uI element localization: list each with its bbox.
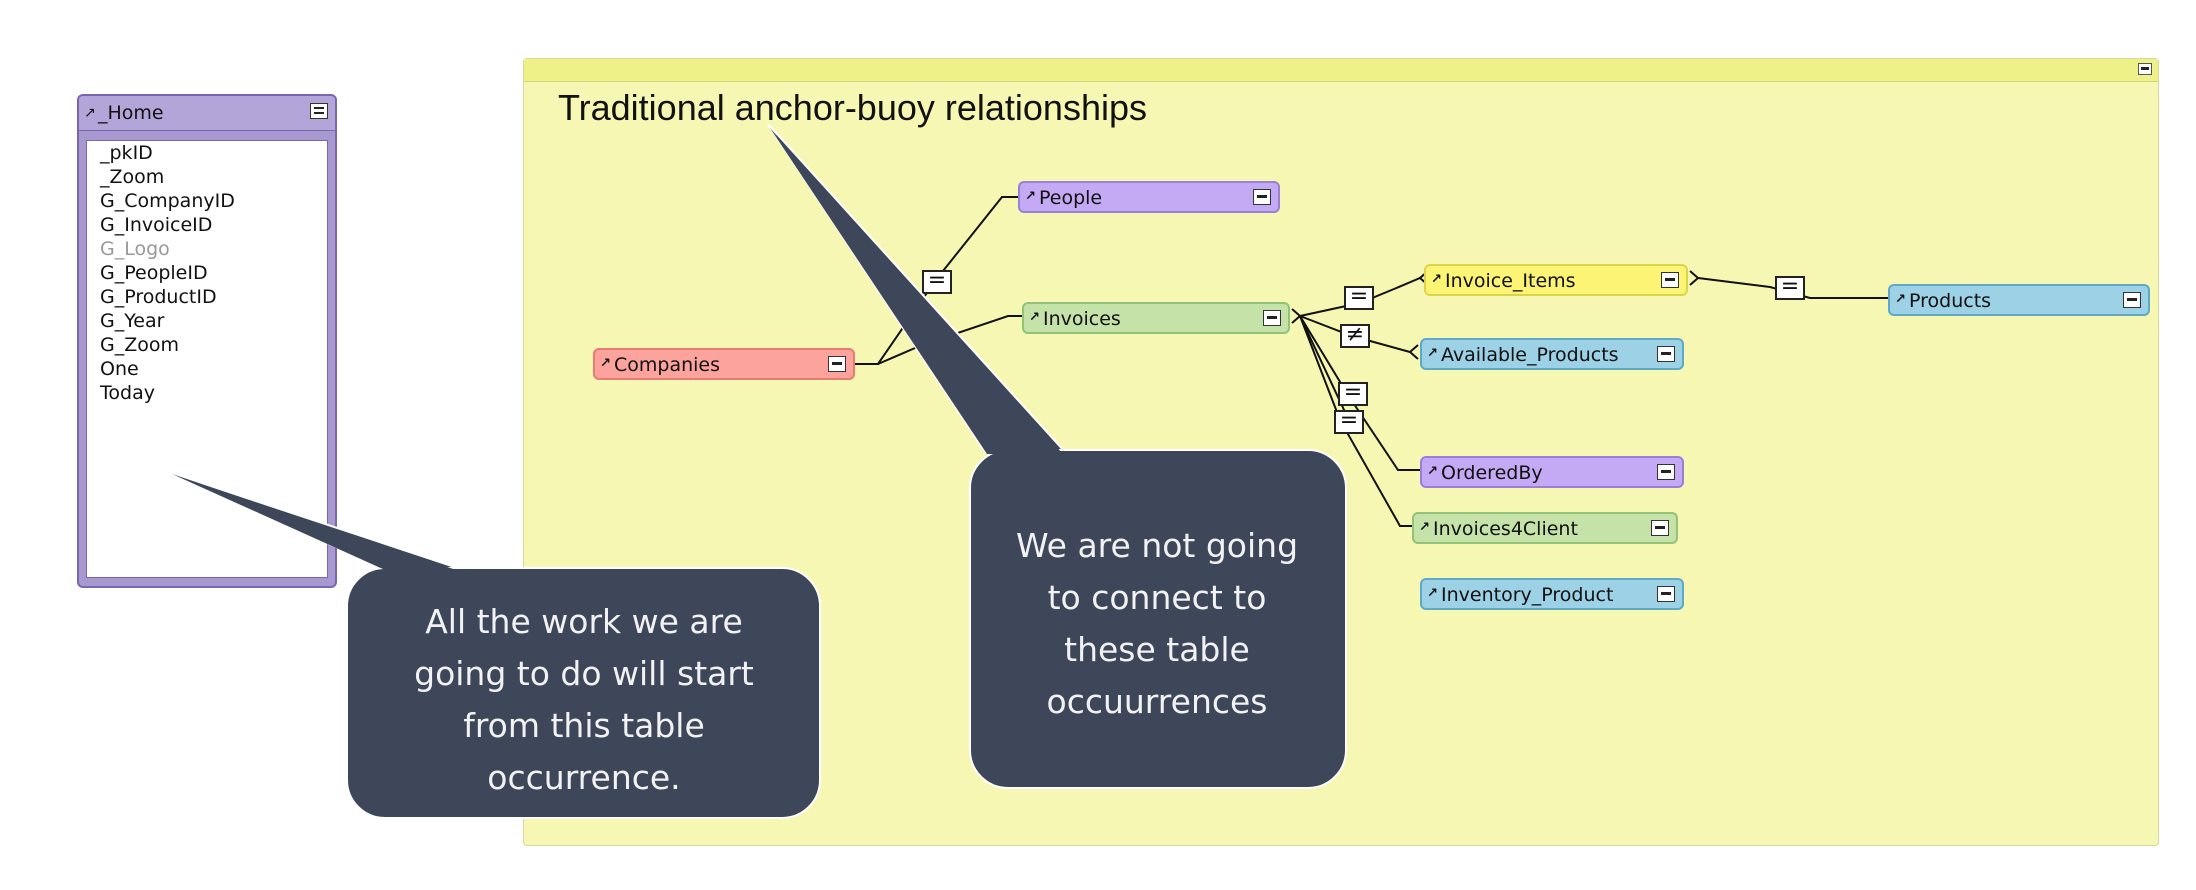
to-inventory-product[interactable]: ↗ Inventory_Product	[1420, 578, 1684, 610]
field-item[interactable]: _Zoom	[100, 166, 165, 188]
collapse-icon[interactable]	[1661, 272, 1679, 288]
to-name: Invoice_Items	[1445, 270, 1576, 292]
collapse-icon[interactable]	[1657, 346, 1675, 362]
to-people[interactable]: ↗ People	[1018, 181, 1280, 213]
relationship-equal-icon[interactable]: =	[1338, 382, 1368, 406]
field-item-dimmed[interactable]: G_Logo	[100, 238, 170, 260]
go-to-table-icon[interactable]: ↗	[1427, 346, 1438, 361]
home-table-occurrence[interactable]: ↗ _Home _pkID _Zoom G_CompanyID G_Invoic…	[77, 94, 337, 588]
collapse-icon[interactable]	[1651, 520, 1669, 536]
field-item[interactable]: G_ProductID	[100, 286, 217, 308]
relationship-equal-icon[interactable]: =	[922, 270, 952, 294]
relationship-equal-icon[interactable]: =	[1334, 410, 1364, 434]
field-item[interactable]: One	[100, 358, 139, 380]
field-item[interactable]: G_Zoom	[100, 334, 179, 356]
field-item[interactable]: _pkID	[100, 142, 153, 164]
rel-companies-invoices	[877, 315, 1026, 365]
callout-left-text: All the work we are going to do will sta…	[414, 602, 754, 797]
relationship-equal-icon[interactable]: =	[1775, 276, 1805, 300]
relationship-equal-icon[interactable]: =	[1344, 286, 1374, 310]
collapse-icon[interactable]	[828, 356, 846, 372]
to-name: Inventory_Product	[1441, 584, 1614, 606]
home-field-list: _pkID _Zoom G_CompanyID G_InvoiceID G_Lo…	[86, 140, 328, 578]
go-to-table-icon[interactable]: ↗	[1025, 189, 1036, 204]
relationship-not-equal-icon[interactable]: ≠	[1340, 324, 1370, 348]
to-invoice-items[interactable]: ↗ Invoice_Items	[1424, 264, 1688, 296]
rel-invoiceitems-products	[1697, 277, 1888, 299]
callout-left-pointer	[167, 471, 471, 573]
go-to-table-icon[interactable]: ↗	[1431, 272, 1442, 287]
to-name: OrderedBy	[1441, 462, 1543, 484]
collapse-icon[interactable]	[2123, 292, 2141, 308]
to-name: Invoices	[1043, 308, 1121, 330]
go-to-table-icon[interactable]: ↗	[1427, 586, 1438, 601]
go-to-table-icon[interactable]: ↗	[1419, 520, 1430, 535]
callout-left-body	[346, 567, 821, 819]
go-to-table-icon[interactable]: ↗	[84, 105, 96, 121]
home-title: _Home	[98, 102, 164, 124]
callout-right-body	[969, 449, 1347, 789]
collapse-icon[interactable]	[1253, 189, 1271, 205]
to-invoices[interactable]: ↗ Invoices	[1022, 302, 1290, 334]
to-name: Companies	[614, 354, 721, 376]
go-to-table-icon[interactable]: ↗	[1029, 310, 1040, 325]
field-item[interactable]: G_PeopleID	[100, 262, 208, 284]
notes-header	[524, 59, 2158, 82]
crowfoot-available-left	[1408, 344, 1419, 360]
to-invoices4client[interactable]: ↗ Invoices4Client	[1412, 512, 1678, 544]
notes-title: Traditional anchor-buoy relationships	[558, 87, 1147, 128]
callout-right-pointer	[767, 123, 1068, 453]
home-header[interactable]: ↗ _Home	[79, 96, 335, 131]
collapse-icon[interactable]	[1657, 464, 1675, 480]
toggle-display-icon[interactable]	[310, 103, 328, 119]
go-to-table-icon[interactable]: ↗	[1895, 292, 1906, 307]
callout-right-text: We are not going to connect to these tab…	[1015, 526, 1299, 721]
to-name: People	[1039, 187, 1103, 209]
field-item[interactable]: G_Year	[100, 310, 165, 332]
go-to-table-icon[interactable]: ↗	[600, 356, 611, 371]
collapse-icon[interactable]	[1657, 586, 1675, 602]
field-item[interactable]: Today	[100, 382, 155, 404]
rel-invoices-invoice-items	[1299, 277, 1421, 317]
to-available-products[interactable]: ↗ Available_Products	[1420, 338, 1684, 370]
to-name: Available_Products	[1441, 344, 1619, 366]
to-name: Invoices4Client	[1433, 518, 1578, 540]
notes-collapse-button[interactable]	[2138, 63, 2152, 75]
to-products[interactable]: ↗ Products	[1888, 284, 2150, 316]
to-orderedby[interactable]: ↗ OrderedBy	[1420, 456, 1684, 488]
to-name: Products	[1909, 290, 1992, 312]
field-item[interactable]: G_InvoiceID	[100, 214, 213, 236]
go-to-table-icon[interactable]: ↗	[1427, 464, 1438, 479]
collapse-icon[interactable]	[1263, 310, 1281, 326]
rel-invoices-orderedby	[1299, 315, 1422, 471]
to-companies[interactable]: ↗ Companies	[593, 348, 855, 380]
callout-left-pointer-cover	[172, 474, 468, 574]
rel-invoices-invoices4client	[1299, 315, 1414, 527]
field-item[interactable]: G_CompanyID	[100, 190, 235, 212]
callout-right-pointer-cover	[770, 128, 1063, 454]
